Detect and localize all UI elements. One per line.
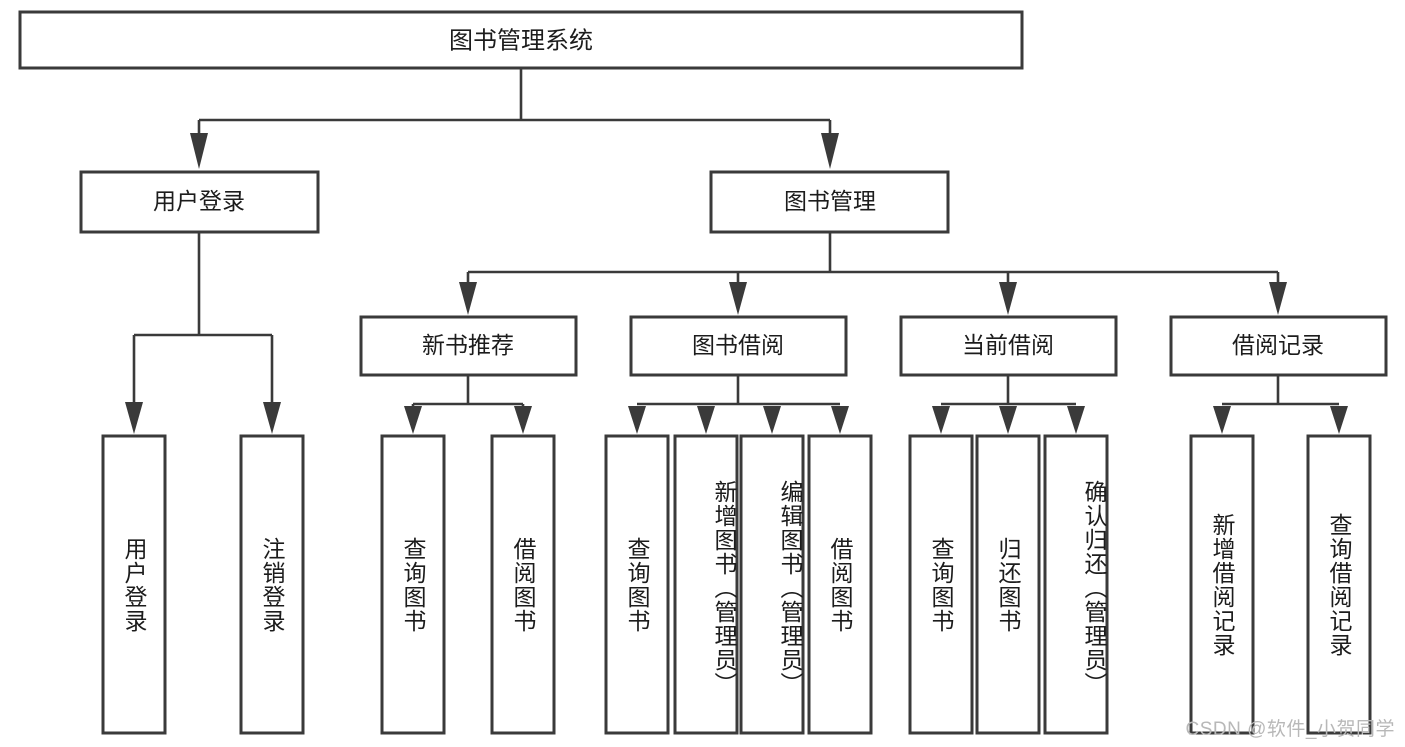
connector-group-current-borrow — [932, 375, 1085, 434]
node-current-borrow-label: 当前借阅 — [962, 332, 1054, 358]
node-current-borrow[interactable]: 当前借阅 — [899, 315, 1118, 377]
arrow-ul-to-leaf-user-login — [125, 402, 143, 434]
node-current-borrow-box[interactable] — [899, 315, 1118, 377]
leaf-add-book-box[interactable] — [673, 434, 739, 735]
node-book-borrow-label: 图书借阅 — [692, 332, 784, 358]
node-new-book-recommend[interactable]: 新书推荐 — [359, 315, 578, 377]
arrow-nbr-to-leaf-borrow-book — [514, 406, 532, 434]
leaf-confirm-return-box[interactable] — [1043, 434, 1109, 735]
arrow-br-to-leaf-add-record — [1213, 406, 1231, 434]
node-root[interactable]: 图书管理系统 — [18, 10, 1024, 70]
node-user-login-box[interactable] — [79, 170, 320, 234]
watermark-text: CSDN @软件_小贺同学 — [1185, 719, 1395, 740]
leaf-user-login-box[interactable] — [101, 434, 167, 735]
connector-group-book-borrow — [628, 375, 849, 434]
node-borrow-record-box[interactable] — [1169, 315, 1388, 377]
arrow-br-to-leaf-query-record — [1330, 406, 1348, 434]
node-book-management-box[interactable] — [709, 170, 950, 234]
leaf-borrow-book-2-box[interactable] — [807, 434, 873, 735]
connector-group-user-login — [125, 232, 281, 434]
arrow-root-to-book-management — [821, 133, 839, 169]
arrow-bm-to-book-borrow — [729, 282, 747, 315]
node-user-login-label: 用户登录 — [153, 188, 245, 214]
node-borrow-record-label: 借阅记录 — [1232, 332, 1324, 358]
arrow-root-to-user-login — [190, 133, 208, 169]
arrow-cb-to-leaf-return-book — [999, 406, 1017, 434]
node-book-management-label: 图书管理 — [784, 188, 876, 214]
node-book-borrow-box[interactable] — [629, 315, 848, 377]
leaf-borrow-book-1-box[interactable] — [490, 434, 556, 735]
leaf-node-boxes — [101, 434, 1372, 735]
leaf-edit-book-box[interactable] — [739, 434, 805, 735]
arrow-bb-to-leaf-edit-book — [763, 406, 781, 434]
node-root-box[interactable] — [18, 10, 1024, 70]
node-new-book-recommend-label: 新书推荐 — [422, 332, 514, 358]
arrow-bm-to-current-borrow — [999, 282, 1017, 315]
node-book-borrow[interactable]: 图书借阅 — [629, 315, 848, 377]
arrow-bm-to-new-book-recommend — [459, 282, 477, 315]
leaf-query-book-3-box[interactable] — [908, 434, 974, 735]
arrow-bb-to-leaf-query-book — [628, 406, 646, 434]
leaf-add-borrow-record-box[interactable] — [1189, 434, 1255, 735]
arrow-bm-to-borrow-record — [1269, 282, 1287, 315]
leaf-return-book-box[interactable] — [975, 434, 1041, 735]
arrow-bb-to-leaf-add-book — [697, 406, 715, 434]
arrow-ul-to-leaf-logout-login — [263, 402, 281, 434]
connector-group-book-management — [459, 232, 1287, 315]
node-root-label: 图书管理系统 — [449, 27, 593, 54]
leaf-query-book-2-box[interactable] — [604, 434, 670, 735]
arrow-cb-to-leaf-confirm-return — [1067, 406, 1085, 434]
arrow-bb-to-leaf-borrow-book — [831, 406, 849, 434]
node-book-management[interactable]: 图书管理 — [709, 170, 950, 234]
arrow-cb-to-leaf-query-book — [932, 406, 950, 434]
connector-group-borrow-record — [1213, 375, 1348, 434]
node-borrow-record[interactable]: 借阅记录 — [1169, 315, 1388, 377]
leaf-query-book-1-box[interactable] — [380, 434, 446, 735]
node-user-login[interactable]: 用户登录 — [79, 170, 320, 234]
leaf-logout-login-box[interactable] — [239, 434, 305, 735]
connector-group-root — [190, 68, 839, 169]
arrow-nbr-to-leaf-query-book — [404, 406, 422, 434]
leaf-query-borrow-record-box[interactable] — [1306, 434, 1372, 735]
node-new-book-recommend-box[interactable] — [359, 315, 578, 377]
connector-group-new-book-recommend — [404, 375, 532, 434]
